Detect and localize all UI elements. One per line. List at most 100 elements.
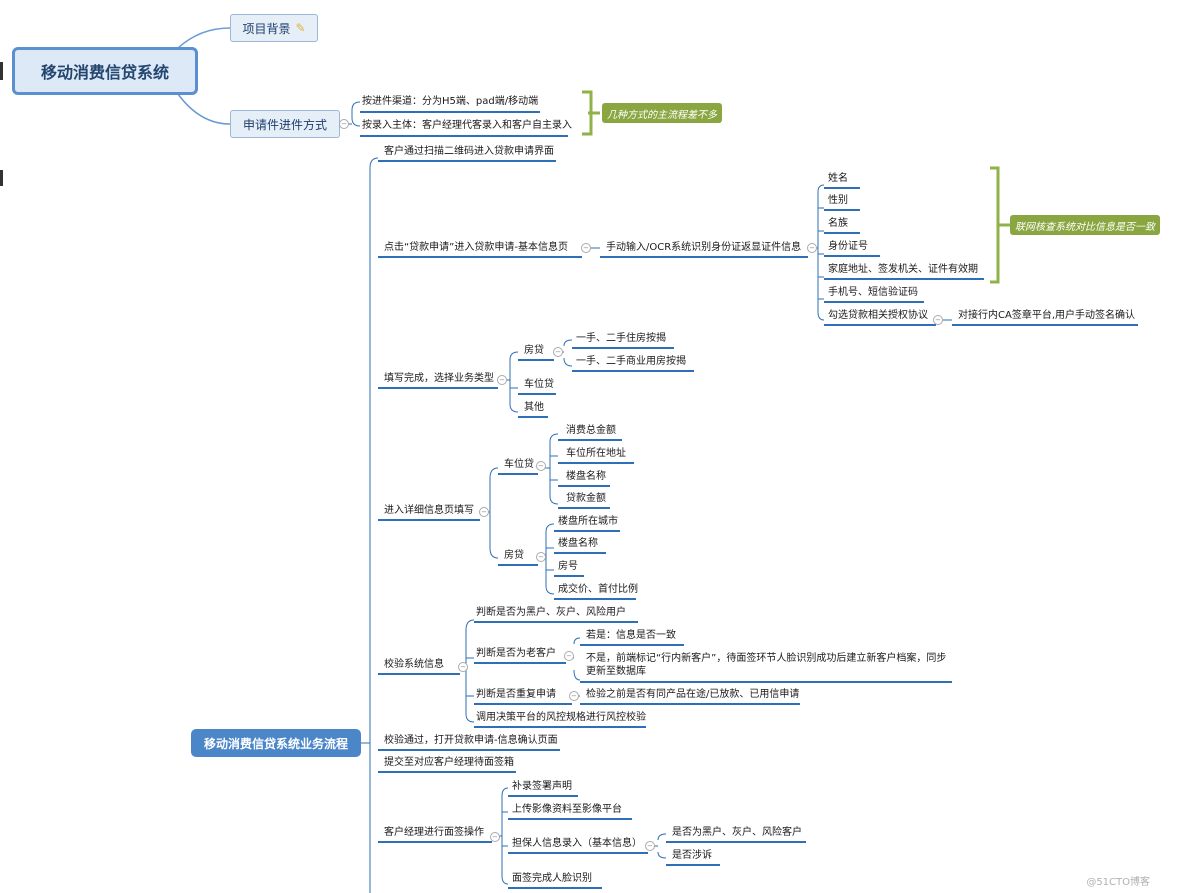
topic-business-flow[interactable]: 移动消费信贷系统业务流程 bbox=[191, 729, 361, 757]
guarantor-litigation[interactable]: 是否涉诉 bbox=[672, 850, 712, 861]
collapse-toggle[interactable]: − bbox=[553, 347, 563, 357]
underline bbox=[554, 552, 606, 554]
underline bbox=[474, 662, 566, 664]
field-agreement[interactable]: 勾选贷款相关授权协议 bbox=[828, 310, 928, 321]
root-topic[interactable]: 移动消费信贷系统 bbox=[12, 47, 198, 95]
check-duplicate[interactable]: 判断是否重复申请 bbox=[476, 689, 556, 700]
detail-house-loan[interactable]: 房贷 bbox=[504, 550, 524, 561]
collapse-toggle[interactable]: − bbox=[645, 841, 655, 851]
underline bbox=[580, 644, 684, 646]
collapse-toggle[interactable]: − bbox=[569, 691, 579, 701]
underline bbox=[508, 887, 602, 889]
summary-note-verify[interactable]: 联网核查系统对比信息是否一致 bbox=[1010, 215, 1160, 235]
detail-parking-loan[interactable]: 车位贷 bbox=[504, 459, 534, 470]
collapse-toggle[interactable]: − bbox=[581, 243, 591, 253]
step-submit-manager[interactable]: 提交至对应客户经理待面签箱 bbox=[384, 757, 514, 768]
collapse-toggle[interactable]: − bbox=[497, 375, 507, 385]
topic-apply-method[interactable]: 申请件进件方式 bbox=[230, 110, 340, 138]
underline bbox=[572, 347, 674, 349]
underline bbox=[508, 852, 648, 854]
old-yes[interactable]: 若是：信息是否一致 bbox=[586, 630, 676, 641]
collapse-toggle[interactable]: − bbox=[564, 651, 574, 661]
house-estate-name[interactable]: 楼盘名称 bbox=[558, 538, 598, 549]
sign-guarantor-info[interactable]: 担保人信息录入（基本信息） bbox=[512, 838, 642, 849]
subtopic-by-channel[interactable]: 按进件渠道：分为H5端、pad端/移动端 bbox=[362, 96, 539, 107]
underline bbox=[508, 795, 578, 797]
sign-upload-images[interactable]: 上传影像资料至影像平台 bbox=[512, 804, 622, 815]
old-no-line2[interactable]: 更新至数据库 bbox=[586, 666, 646, 677]
topic-background-label: 项目背景 bbox=[242, 21, 291, 36]
underline bbox=[554, 575, 584, 577]
field-phone[interactable]: 手机号、短信验证码 bbox=[828, 287, 918, 298]
underline bbox=[474, 726, 646, 728]
step-id-ocr[interactable]: 手动输入/OCR系统识别身份证返显证件信息 bbox=[606, 242, 802, 253]
house-type-residential[interactable]: 一手、二手住房按揭 bbox=[576, 333, 666, 344]
collapse-toggle[interactable]: − bbox=[490, 832, 500, 842]
parking-total-amount[interactable]: 消费总金额 bbox=[566, 425, 616, 436]
underline bbox=[378, 519, 480, 521]
field-gender[interactable]: 性别 bbox=[828, 195, 848, 206]
underline bbox=[474, 621, 638, 623]
house-city[interactable]: 楼盘所在城市 bbox=[558, 516, 618, 527]
underline bbox=[508, 818, 632, 820]
collapse-toggle[interactable]: − bbox=[536, 552, 546, 562]
field-address[interactable]: 家庭地址、签发机关、证件有效期 bbox=[828, 264, 978, 275]
underline bbox=[666, 841, 806, 843]
underline bbox=[824, 187, 860, 189]
check-old-customer[interactable]: 判断是否为老客户 bbox=[476, 648, 556, 659]
sign-statement[interactable]: 补录签署声明 bbox=[512, 781, 572, 792]
check-blacklist[interactable]: 判断是否为黑户、灰户、风险用户 bbox=[476, 607, 626, 618]
underline bbox=[824, 209, 860, 211]
step-scan-qr[interactable]: 客户通过扫描二维码进入贷款申请界面 bbox=[384, 146, 554, 157]
underline bbox=[378, 749, 560, 751]
underline bbox=[518, 416, 548, 418]
topic-background[interactable]: 项目背景 ✎ bbox=[230, 14, 318, 42]
underline bbox=[824, 255, 880, 257]
watermark: @51CTO博客 bbox=[1086, 877, 1150, 888]
underline bbox=[824, 324, 936, 326]
guarantor-blacklist[interactable]: 是否为黑户、灰户、风险客户 bbox=[672, 827, 802, 838]
parking-loan-amount[interactable]: 贷款金额 bbox=[566, 493, 606, 504]
edge-marker bbox=[0, 62, 3, 80]
subtopic-by-subject[interactable]: 按录入主体：客户经理代客录入和客户自主录入 bbox=[362, 120, 572, 131]
underline bbox=[378, 256, 582, 258]
old-no-line1[interactable]: 不是，前端标记“行内新客户”，待面签环节人脸识别成功后建立新客户档案，同步 bbox=[586, 653, 947, 664]
field-ca-sign[interactable]: 对接行内CA签章平台,用户手动签名确认 bbox=[958, 310, 1136, 321]
step-detail-info[interactable]: 进入详细信息页填写 bbox=[384, 505, 474, 516]
underline bbox=[378, 841, 492, 843]
step-choose-type[interactable]: 填写完成，选择业务类型 bbox=[384, 373, 494, 384]
check-risk-control[interactable]: 调用决策平台的风控规格进行风控校验 bbox=[476, 712, 646, 723]
underline bbox=[518, 393, 556, 395]
house-type-commercial[interactable]: 一手、二手商业用房按揭 bbox=[576, 356, 686, 367]
step-confirm-page[interactable]: 校验通过，打开贷款申请-信息确认页面 bbox=[384, 735, 558, 746]
field-name[interactable]: 姓名 bbox=[828, 173, 848, 184]
step-loan-application[interactable]: 点击“贷款申请”进入贷款申请-基本信息页 bbox=[384, 242, 568, 253]
house-number[interactable]: 房号 bbox=[558, 561, 578, 572]
underline bbox=[378, 771, 516, 773]
parking-address[interactable]: 车位所在地址 bbox=[566, 448, 626, 459]
collapse-toggle[interactable]: − bbox=[807, 243, 817, 253]
field-id-number[interactable]: 身份证号 bbox=[828, 241, 868, 252]
type-parking-loan[interactable]: 车位贷 bbox=[524, 379, 554, 390]
collapse-toggle[interactable]: − bbox=[458, 662, 468, 672]
underline bbox=[824, 301, 924, 303]
type-house-loan[interactable]: 房贷 bbox=[524, 345, 544, 356]
parking-estate-name[interactable]: 楼盘名称 bbox=[566, 471, 606, 482]
step-face-sign[interactable]: 客户经理进行面签操作 bbox=[384, 827, 484, 838]
collapse-toggle[interactable]: − bbox=[536, 461, 546, 471]
underline bbox=[558, 462, 634, 464]
duplicate-detail[interactable]: 检验之前是否有同产品在途/已放款、已用信申请 bbox=[586, 689, 800, 700]
underline bbox=[360, 111, 540, 113]
summary-note-main-flow[interactable]: 几种方式的主流程差不多 bbox=[602, 103, 722, 123]
field-ethnicity[interactable]: 名族 bbox=[828, 218, 848, 229]
step-verify-system[interactable]: 校验系统信息 bbox=[384, 659, 444, 670]
sign-face-recognition[interactable]: 面签完成人脸识别 bbox=[512, 873, 592, 884]
underline bbox=[378, 387, 498, 389]
collapse-toggle[interactable]: − bbox=[339, 119, 349, 129]
house-price[interactable]: 成交价、首付比例 bbox=[558, 584, 638, 595]
underline bbox=[580, 703, 800, 705]
type-other[interactable]: 其他 bbox=[524, 402, 544, 413]
underline bbox=[474, 703, 572, 705]
collapse-toggle[interactable]: − bbox=[933, 315, 943, 325]
collapse-toggle[interactable]: − bbox=[479, 507, 489, 517]
